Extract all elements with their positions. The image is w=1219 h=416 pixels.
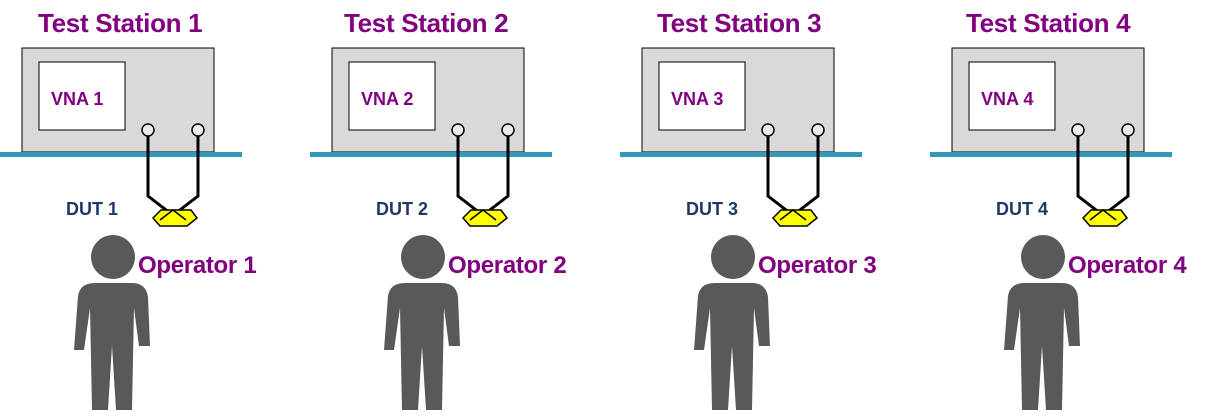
- vna-label: VNA 1: [51, 89, 103, 109]
- operator-label: Operator 2: [448, 252, 567, 279]
- station-drawing: VNA 3: [620, 47, 862, 410]
- port-2-icon: [501, 123, 515, 137]
- test-station-4: Test Station 4 VNA 4 DUT 4 Operator 4: [930, 0, 1219, 416]
- cable-right: [485, 136, 510, 215]
- operator-label: Operator 1: [138, 252, 257, 279]
- dut-device: [1081, 209, 1129, 227]
- port-1-icon: [451, 123, 465, 137]
- operator-person-icon: [1004, 235, 1080, 410]
- station-title: Test Station 4: [966, 8, 1131, 38]
- test-station-2: Test Station 2 VNA 2 DUT 2 Operator 2: [310, 0, 620, 416]
- dut-label: DUT 2: [376, 199, 429, 219]
- operator-label: Operator 3: [758, 252, 877, 279]
- port-1-icon: [141, 123, 155, 137]
- station-drawing: VNA 2: [310, 47, 552, 410]
- station-title: Test Station 2: [344, 8, 509, 38]
- station-drawing: VNA 4: [930, 47, 1172, 410]
- dut-device: [461, 209, 509, 227]
- vna-label: VNA 4: [981, 89, 1033, 109]
- operator-person-icon: [694, 235, 770, 410]
- dut-chevron: [1089, 209, 1117, 221]
- dut-chevron: [159, 209, 187, 221]
- cable-right: [1105, 136, 1130, 215]
- port-2-icon: [191, 123, 205, 137]
- port-1-icon: [1071, 123, 1085, 137]
- bench-line: [310, 152, 552, 157]
- test-station-1: Test Station 1 VNA 1 DUT 1 Operator 1: [0, 0, 310, 416]
- dut-label: DUT 3: [686, 199, 739, 219]
- bench-line: [930, 152, 1172, 157]
- port-2-icon: [1121, 123, 1135, 137]
- cable-left: [146, 136, 171, 215]
- dut-device: [151, 209, 199, 227]
- port-2-icon: [811, 123, 825, 137]
- dut-device: [771, 209, 819, 227]
- bench-line: [620, 152, 862, 157]
- station-drawing: VNA 1: [0, 47, 242, 410]
- vna-label: VNA 3: [671, 89, 723, 109]
- port-1-icon: [761, 123, 775, 137]
- vna-screen: [968, 61, 1056, 131]
- dut-chevron: [779, 209, 807, 221]
- operator-person-icon: [384, 235, 460, 410]
- vna-screen: [38, 61, 126, 131]
- test-station-3: Test Station 3 VNA 3 DUT 3 Operator 3: [620, 0, 930, 416]
- station-title: Test Station 3: [657, 8, 822, 38]
- dut-chevron: [469, 209, 497, 221]
- bench-line: [0, 152, 242, 157]
- vna-screen: [658, 61, 746, 131]
- vna-screen: [348, 61, 436, 131]
- vna-label: VNA 2: [361, 89, 413, 109]
- cable-left: [766, 136, 791, 215]
- cable-left: [1076, 136, 1101, 215]
- dut-label: DUT 4: [996, 199, 1049, 219]
- operator-person-icon: [74, 235, 150, 410]
- dut-label: DUT 1: [66, 199, 119, 219]
- operator-label: Operator 4: [1068, 252, 1187, 279]
- cable-right: [795, 136, 820, 215]
- cable-left: [456, 136, 481, 215]
- station-title: Test Station 1: [38, 8, 203, 38]
- cable-right: [175, 136, 200, 215]
